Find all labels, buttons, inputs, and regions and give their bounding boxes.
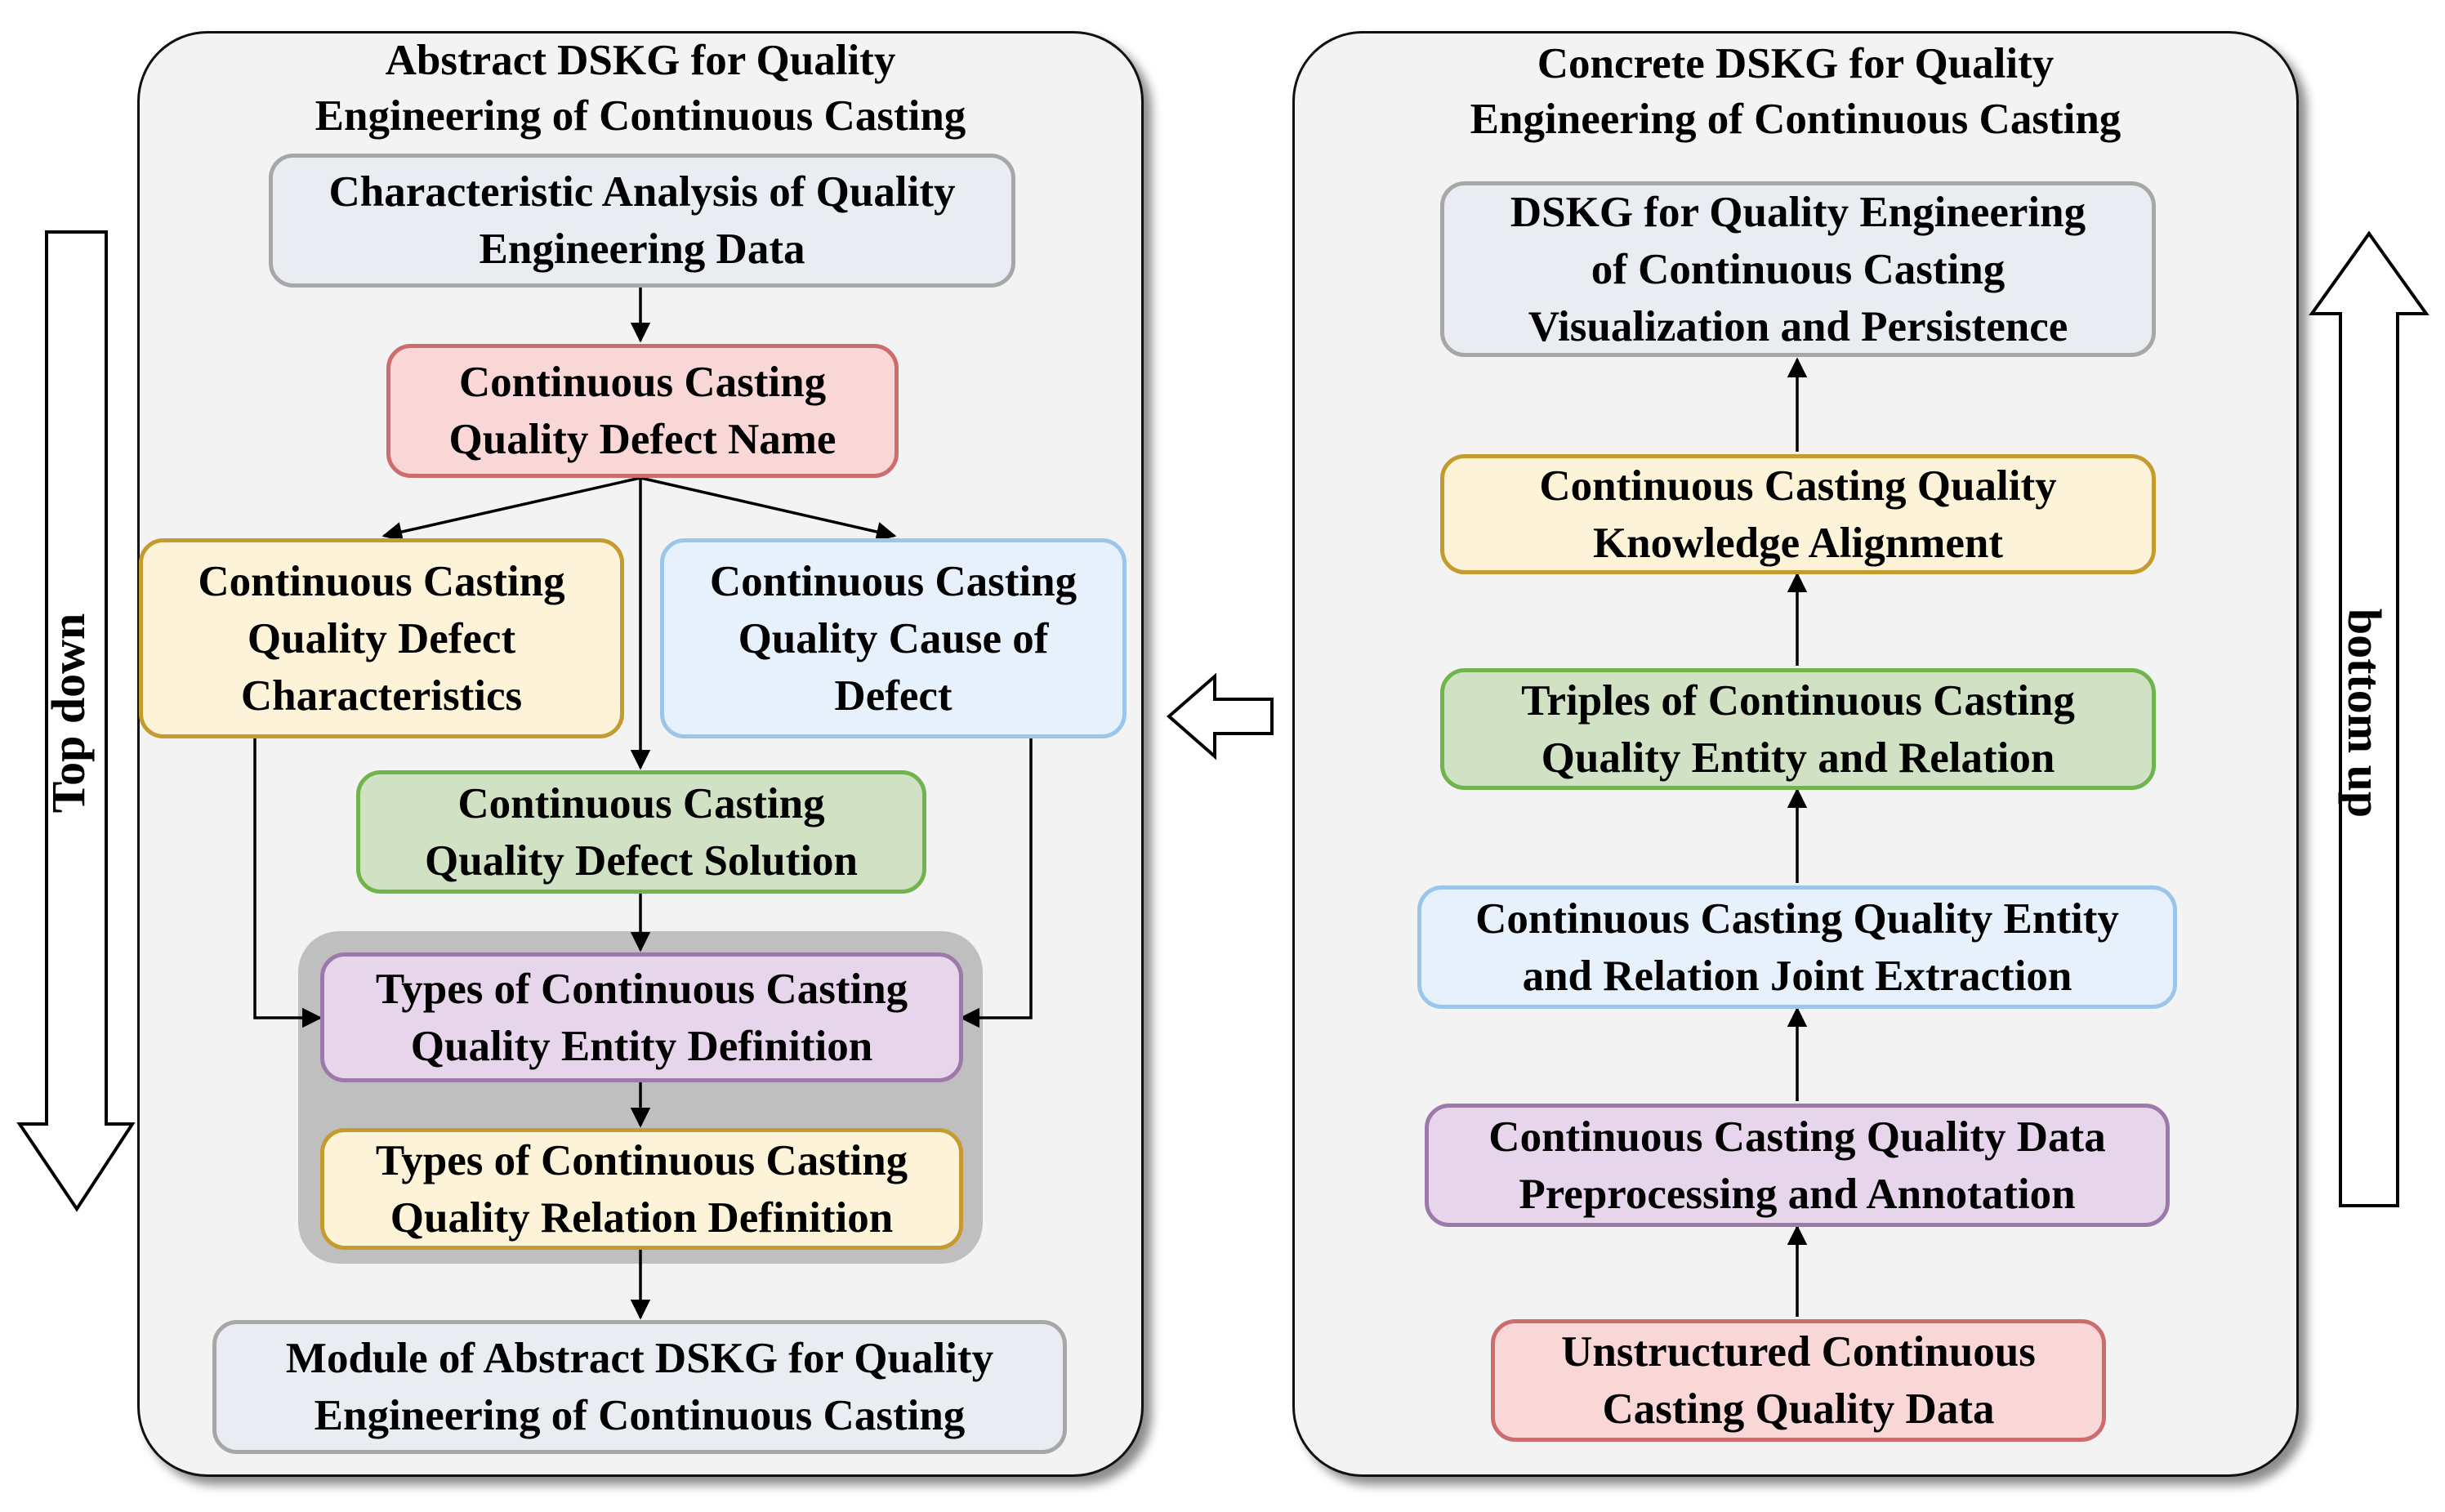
bottom-up-arrow-icon bbox=[2309, 230, 2429, 1207]
relation-definition-label: Types of Continuous Casting Quality Rela… bbox=[375, 1136, 908, 1242]
triples-label: Triples of Continuous Casting Quality En… bbox=[1521, 676, 2075, 782]
knowledge-alignment-label: Continuous Casting Quality Knowledge Ali… bbox=[1539, 462, 2057, 567]
defect-solution-node: Continuous Casting Quality Defect Soluti… bbox=[356, 770, 926, 894]
entity-definition-node: Types of Continuous Casting Quality Enti… bbox=[320, 952, 963, 1082]
bottom-up-label: bottom up bbox=[2338, 608, 2391, 818]
cause-of-defect-label: Continuous Casting Quality Cause of Defe… bbox=[709, 557, 1077, 720]
defect-characteristics-node: Continuous Casting Quality Defect Charac… bbox=[139, 538, 624, 738]
unstructured-data-node: Unstructured Continuous Casting Quality … bbox=[1491, 1319, 2106, 1442]
entity-definition-label: Types of Continuous Casting Quality Enti… bbox=[375, 965, 908, 1070]
triples-node: Triples of Continuous Casting Quality En… bbox=[1440, 668, 2156, 790]
abstract-panel-title: Abstract DSKG for Quality Engineering of… bbox=[315, 37, 966, 140]
preprocessing-node: Continuous Casting Quality Data Preproce… bbox=[1425, 1104, 2170, 1227]
visualization-node: DSKG for Quality Engineering of Continuo… bbox=[1440, 181, 2156, 357]
top-down-label: Top down bbox=[42, 613, 95, 814]
relation-definition-node: Types of Continuous Casting Quality Rela… bbox=[320, 1128, 963, 1250]
characteristic-analysis-node: Characteristic Analysis of Quality Engin… bbox=[269, 154, 1015, 288]
knowledge-alignment-node: Continuous Casting Quality Knowledge Ali… bbox=[1440, 454, 2156, 574]
visualization-label: DSKG for Quality Engineering of Continuo… bbox=[1510, 188, 2086, 350]
characteristic-analysis-label: Characteristic Analysis of Quality Engin… bbox=[328, 168, 956, 273]
joint-extraction-node: Continuous Casting Quality Entity and Re… bbox=[1417, 885, 2177, 1009]
defect-name-node: Continuous Casting Quality Defect Name bbox=[386, 344, 899, 478]
concrete-panel-title: Concrete DSKG for Quality Engineering of… bbox=[1470, 40, 2122, 143]
abstract-module-node: Module of Abstract DSKG for Quality Engi… bbox=[212, 1320, 1067, 1454]
defect-name-label: Continuous Casting Quality Defect Name bbox=[448, 359, 837, 463]
preprocessing-label: Continuous Casting Quality Data Preproce… bbox=[1488, 1113, 2106, 1218]
top-down-arrow-icon bbox=[16, 230, 136, 1212]
defect-solution-label: Continuous Casting Quality Defect Soluti… bbox=[425, 779, 858, 885]
cause-of-defect-node: Continuous Casting Quality Cause of Defe… bbox=[660, 538, 1127, 738]
joint-extraction-label: Continuous Casting Quality Entity and Re… bbox=[1475, 894, 2119, 1000]
unstructured-data-label: Unstructured Continuous Casting Quality … bbox=[1561, 1328, 2036, 1433]
defect-characteristics-label: Continuous Casting Quality Defect Charac… bbox=[198, 557, 565, 720]
abstract-module-label: Module of Abstract DSKG for Quality Engi… bbox=[285, 1335, 994, 1439]
left-pointing-arrow-icon bbox=[1166, 672, 1274, 760]
